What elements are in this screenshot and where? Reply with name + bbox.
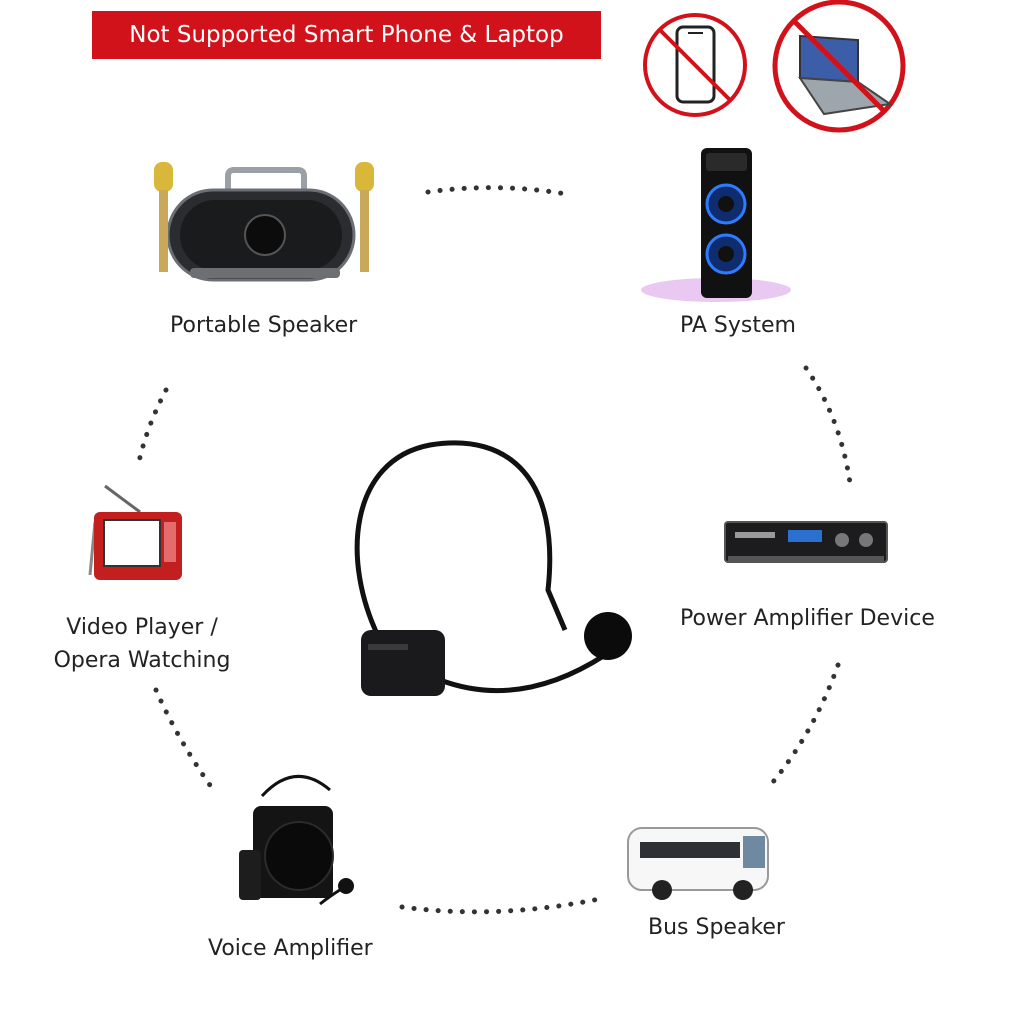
video-player-image [88, 484, 182, 580]
portable-speaker-image [154, 162, 374, 282]
connector-bottom [399, 895, 607, 915]
connector-lower-right [770, 662, 841, 785]
connector-top [425, 185, 575, 198]
video-player-label-line1: Video Player / [66, 615, 218, 640]
bus-image [627, 827, 769, 900]
pa-system-label: PA System [680, 313, 796, 338]
not-supported-banner: Not Supported Smart Phone & Laptop [92, 11, 601, 59]
dotted-connectors [135, 185, 854, 915]
headset-microphone-image [354, 440, 632, 696]
portable-speaker-label: Portable Speaker [170, 313, 358, 338]
pa-system-image [641, 148, 791, 302]
smartphone-not-supported-icon [643, 13, 747, 117]
connector-upper-left [135, 387, 169, 469]
voice-amplifier-label: Voice Amplifier [208, 936, 373, 961]
connector-lower-left [153, 687, 215, 791]
power-amplifier-image [724, 521, 888, 563]
power-amplifier-label: Power Amplifier Device [680, 606, 935, 631]
laptop-not-supported-icon [772, 0, 906, 133]
video-player-label-line2: Opera Watching [53, 648, 231, 673]
bus-speaker-label: Bus Speaker [648, 915, 785, 940]
connector-upper-right [803, 365, 854, 493]
voice-amplifier-image [239, 775, 354, 906]
